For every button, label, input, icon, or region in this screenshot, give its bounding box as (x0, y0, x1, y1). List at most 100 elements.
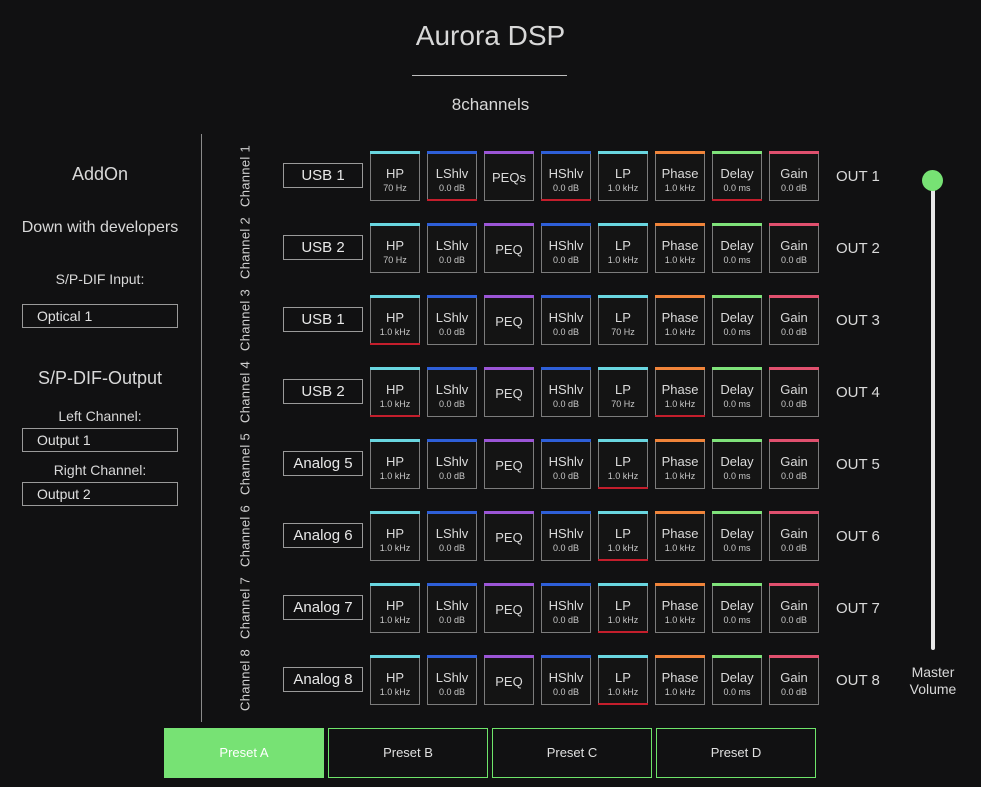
dsp-block-color-bar (370, 151, 420, 154)
dsp-block-color-bar (370, 367, 420, 370)
dsp-block-peq[interactable]: PEQ (484, 223, 534, 273)
dsp-block-name: PEQ (495, 530, 523, 545)
dsp-block-name: Phase (661, 310, 699, 325)
channel-source-select[interactable]: Analog 8 (283, 667, 363, 692)
left-channel-select[interactable]: Output 1 (22, 428, 178, 452)
spdif-input-select[interactable]: Optical 1 (22, 304, 178, 328)
channel-source-select[interactable]: Analog 5 (283, 451, 363, 476)
dsp-block-peq[interactable]: PEQ (484, 511, 534, 561)
dsp-block-peq[interactable]: PEQ (484, 439, 534, 489)
master-volume-thumb[interactable] (922, 170, 943, 191)
channel-source-select[interactable]: Analog 7 (283, 595, 363, 620)
preset-button[interactable]: Preset B (328, 728, 488, 778)
dsp-block-peq[interactable]: PEQ (484, 367, 534, 417)
dsp-block-color-bar (541, 439, 591, 442)
channel-source-select[interactable]: USB 1 (283, 307, 363, 332)
dsp-block-value: 1.0 kHz (664, 255, 696, 265)
channel-source-select[interactable]: USB 2 (283, 379, 363, 404)
preset-button[interactable]: Preset A (164, 728, 324, 778)
dsp-block-value: 0.0 dB (438, 327, 466, 337)
dsp-block-value: 0.0 ms (723, 543, 751, 553)
dsp-block-color-bar (427, 151, 477, 154)
channel-source-select[interactable]: USB 2 (283, 235, 363, 260)
channel-output-label: OUT 4 (836, 384, 880, 401)
dsp-block-value: 1.0 kHz (664, 399, 696, 409)
channel-output-label: OUT 7 (836, 600, 880, 617)
master-volume-track[interactable] (931, 180, 935, 650)
dsp-block-color-bar (769, 511, 819, 514)
dsp-block-peq[interactable]: PEQs (484, 151, 534, 201)
dsp-block-peq[interactable]: PEQ (484, 655, 534, 705)
dsp-block-name: LShlv (435, 382, 469, 397)
dsp-block-peq[interactable]: PEQ (484, 583, 534, 633)
dsp-block-value: 1.0 kHz (664, 687, 696, 697)
right-channel-select[interactable]: Output 2 (22, 482, 178, 506)
dsp-block-value: 70 Hz (383, 183, 407, 193)
dsp-block-value: 1.0 kHz (607, 183, 639, 193)
channel-source-select[interactable]: USB 1 (283, 163, 363, 188)
channel-source-select[interactable]: Analog 6 (283, 523, 363, 548)
preset-button[interactable]: Preset D (656, 728, 816, 778)
preset-button[interactable]: Preset C (492, 728, 652, 778)
dsp-block-peq[interactable]: PEQ (484, 295, 534, 345)
dsp-block-value: 1.0 kHz (379, 687, 411, 697)
dsp-block-color-bar (769, 151, 819, 154)
